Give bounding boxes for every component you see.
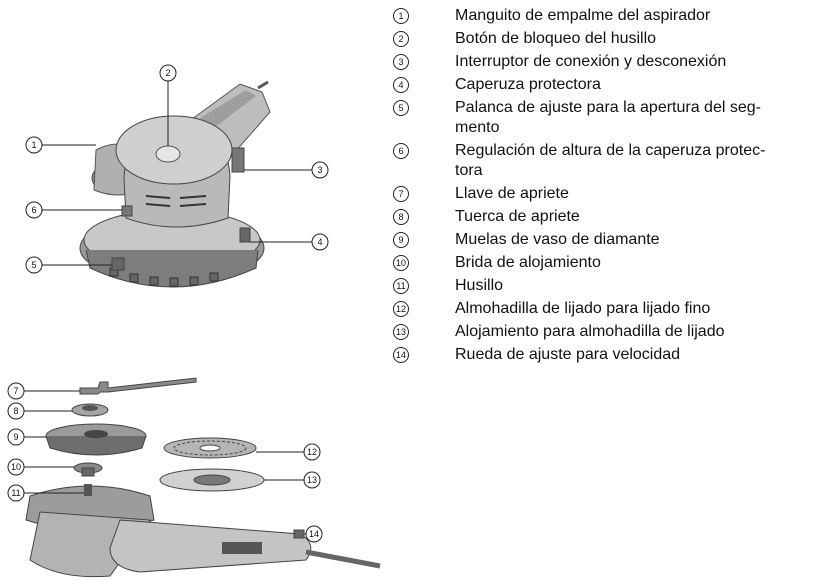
callout-6: 6 [25, 201, 43, 219]
callout-10: 10 [7, 458, 25, 476]
callout-14: 14 [305, 525, 323, 543]
callout-1: 1 [25, 136, 43, 154]
legend-number: 8 [393, 209, 409, 225]
svg-text:6: 6 [31, 205, 36, 215]
parts-legend: 1 Manguito de empalme del aspirador 2 Botó… [393, 6, 813, 368]
legend-number: 11 [393, 278, 409, 294]
legend-text: Palanca de ajuste para la apertura del s… [455, 99, 761, 136]
legend-item: 8 Tuerca de apriete [393, 207, 813, 227]
legend-item: 14 Rueda de ajuste para velocidad [393, 345, 813, 365]
legend-item: 7 Llave de apriete [393, 184, 813, 204]
callout-2: 2 [159, 64, 177, 82]
callout-4: 4 [311, 233, 329, 251]
legend-item: 3 Interruptor de conexión y desconexión [393, 52, 813, 72]
svg-text:2: 2 [165, 68, 170, 78]
legend-number: 9 [393, 232, 409, 248]
tool-diagram: 1 2 3 4 5 6 7 8 9 10 11 12 13 14 [7, 64, 381, 578]
legend-number: 14 [393, 347, 409, 363]
legend-number: 5 [393, 100, 409, 116]
legend-text: Brida de alojamiento [455, 254, 601, 271]
callout-13: 13 [303, 471, 321, 489]
legend-number: 6 [393, 143, 409, 159]
legend-item: 4 Caperuza protectora [393, 75, 813, 95]
svg-text:11: 11 [11, 488, 20, 498]
legend-item: 5 Palanca de ajuste para la apertura del … [393, 98, 813, 138]
legend-number: 12 [393, 301, 409, 317]
legend-number: 1 [393, 8, 409, 24]
callout-12: 12 [303, 443, 321, 461]
legend-text: Muelas de vaso de diamante [455, 231, 660, 248]
legend-item: 9 Muelas de vaso de diamante [393, 230, 813, 250]
legend-item: 10 Brida de alojamiento [393, 253, 813, 273]
callout-3: 3 [311, 161, 329, 179]
callout-8: 8 [7, 402, 25, 420]
legend-text: Botón de bloqueo del husillo [455, 30, 657, 47]
legend-text: Llave de apriete [455, 185, 569, 202]
svg-text:8: 8 [13, 406, 18, 416]
legend-number: 4 [393, 77, 409, 93]
legend-item: 6 Regulación de altura de la caperuza pro… [393, 141, 813, 181]
svg-text:9: 9 [13, 432, 18, 442]
svg-text:13: 13 [307, 475, 317, 485]
legend-text: Alojamiento para almohadilla de lijado [455, 323, 725, 340]
legend-text: Interruptor de conexión y desconexión [455, 53, 727, 70]
legend-item: 11 Husillo [393, 276, 813, 296]
callout-9: 9 [7, 428, 25, 446]
svg-text:4: 4 [317, 237, 322, 247]
legend-text: Caperuza protectora [455, 76, 601, 93]
legend-item: 13 Alojamiento para almohadilla de lijado [393, 322, 813, 342]
legend-item: 12 Almohadilla de lijado para lijado fino [393, 299, 813, 319]
svg-text:5: 5 [31, 260, 36, 270]
svg-text:1: 1 [31, 140, 36, 150]
svg-text:12: 12 [307, 447, 317, 457]
callout-11: 11 [7, 484, 25, 502]
callouts: 1 2 3 4 5 6 7 8 9 10 11 12 13 14 [7, 64, 329, 543]
grinder-assembled-illustration [79, 80, 271, 288]
legend-item: 2 Botón de bloqueo del husillo [393, 29, 813, 49]
legend-text: Regulación de altura de la caperuza prot… [455, 142, 766, 179]
svg-text:14: 14 [309, 529, 319, 539]
callout-7: 7 [7, 382, 25, 400]
legend-text: Rueda de ajuste para velocidad [455, 346, 681, 363]
legend-number: 3 [393, 54, 409, 70]
legend-text: Almohadilla de lijado para lijado fino [455, 300, 711, 317]
legend-number: 7 [393, 186, 409, 202]
legend-text: Husillo [455, 277, 504, 294]
legend-text: Manguito de empalme del aspirador [455, 7, 711, 24]
grinder-exploded-illustration [25, 377, 381, 578]
legend-number: 2 [393, 31, 409, 47]
svg-text:7: 7 [13, 386, 18, 396]
legend-number: 10 [393, 255, 409, 271]
legend-number: 13 [393, 324, 409, 340]
callout-5: 5 [25, 256, 43, 274]
svg-text:10: 10 [11, 462, 21, 472]
legend-item: 1 Manguito de empalme del aspirador [393, 6, 813, 26]
legend-text: Tuerca de apriete [455, 208, 580, 225]
svg-text:3: 3 [317, 165, 322, 175]
